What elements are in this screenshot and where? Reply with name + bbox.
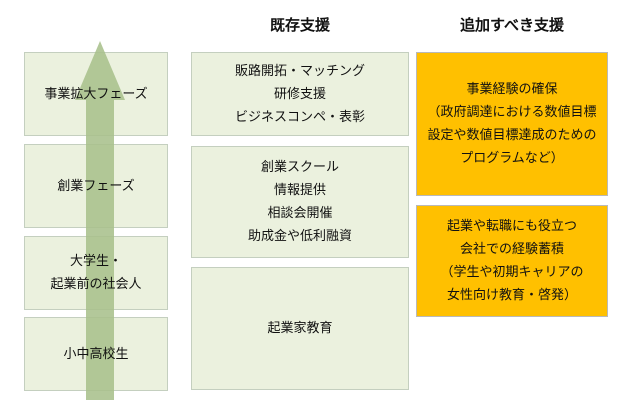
additional-support-line: 起業や転職にも役立つ — [446, 219, 577, 234]
support-item: 起業家教育 — [267, 321, 333, 336]
support-item: 情報提供 — [273, 183, 326, 198]
existing-support-education: 起業家教育 — [191, 267, 409, 390]
support-item: 助成金や低利融資 — [247, 229, 352, 244]
existing-support-startup: 創業スクール 情報提供 相談会開催 助成金や低利融資 — [191, 146, 409, 258]
additional-support-line: プログラムなど） — [460, 151, 564, 166]
header-existing-support: 既存支援 — [269, 16, 330, 34]
header-additional-support: 追加すべき支援 — [460, 16, 564, 34]
additional-support-line: 設定や数値目標達成のための — [427, 128, 597, 143]
additional-support-line: 女性向け教育・啓発） — [446, 288, 577, 303]
additional-support-line: 事業経験の確保 — [466, 82, 558, 97]
additional-support-line: 会社での経験蓄積 — [459, 242, 564, 257]
stage-label: 創業フェーズ — [57, 178, 135, 194]
stage-label-line-2: 起業前の社会人 — [50, 277, 142, 292]
additional-support-line: （学生や初期キャリアの — [440, 265, 584, 280]
support-item: 創業スクール — [260, 160, 339, 175]
support-item: ビジネスコンペ・表彰 — [234, 109, 365, 125]
stage-label: 事業拡大フェーズ — [44, 86, 148, 102]
additional-support-business-experience: 事業経験の確保 （政府調達における数値目標 設定や数値目標達成のための プログラ… — [416, 52, 608, 196]
support-item: 研修支援 — [273, 86, 326, 102]
support-item: 販路開拓・マッチング — [234, 63, 365, 79]
support-item: 相談会開催 — [267, 206, 333, 221]
additional-support-workplace-experience: 起業や転職にも役立つ 会社での経験蓄積 （学生や初期キャリアの 女性向け教育・啓… — [416, 205, 608, 317]
existing-support-growth: 販路開拓・マッチング 研修支援 ビジネスコンペ・表彰 — [191, 52, 409, 136]
stage-label-line-1: 大学生・ — [69, 254, 122, 269]
stage-label: 小中高校生 — [63, 346, 129, 362]
additional-support-line: （政府調達における数値目標 — [427, 105, 597, 120]
